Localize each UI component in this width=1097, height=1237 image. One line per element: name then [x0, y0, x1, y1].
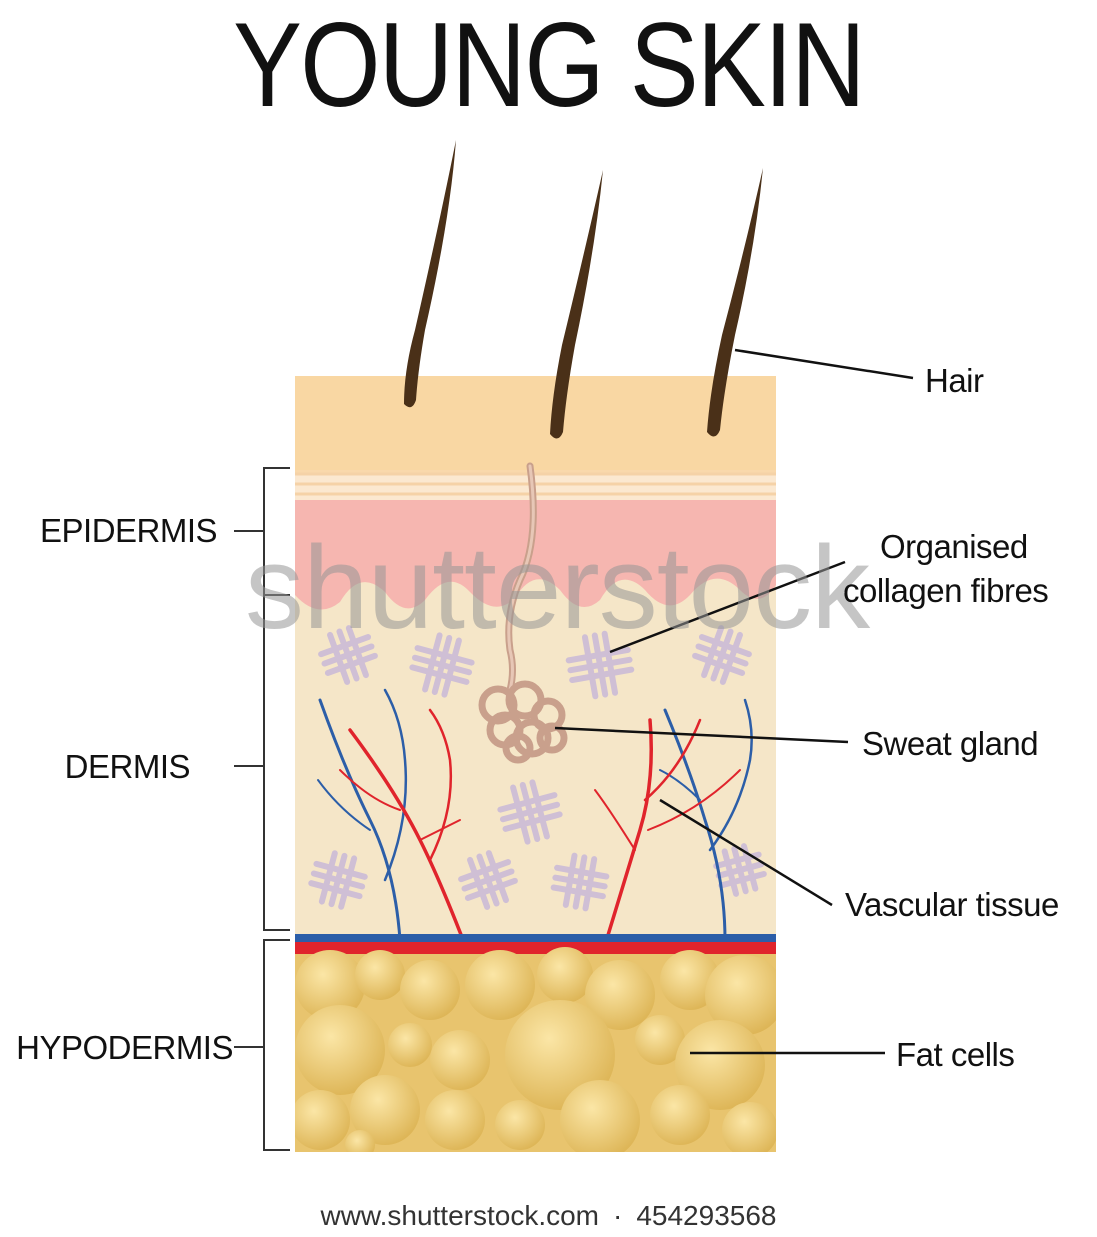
label-vascular-tissue: Vascular tissue [845, 886, 1059, 924]
label-hypodermis: HYPODERMIS [15, 1029, 233, 1067]
footer-separator: · [613, 1200, 622, 1231]
label-epidermis: EPIDERMIS [40, 512, 215, 550]
footer: www.shutterstock.com · 454293568 [0, 1200, 1097, 1232]
layer-brackets [234, 468, 290, 1150]
surface-layer [295, 376, 776, 474]
label-fat-cells: Fat cells [896, 1036, 1014, 1074]
label-hair: Hair [925, 362, 984, 400]
label-collagen-line2: collagen fibres [843, 572, 1048, 610]
footer-image-number: 454293568 [636, 1200, 776, 1231]
artery-band [295, 942, 776, 954]
label-sweat-gland: Sweat gland [862, 725, 1038, 763]
page-title: YOUNG SKIN [77, 0, 1020, 130]
label-dermis: DERMIS [40, 748, 190, 786]
label-collagen-line1: Organised [880, 528, 1028, 566]
vein-band [295, 934, 776, 942]
footer-site: www.shutterstock.com [320, 1200, 599, 1231]
